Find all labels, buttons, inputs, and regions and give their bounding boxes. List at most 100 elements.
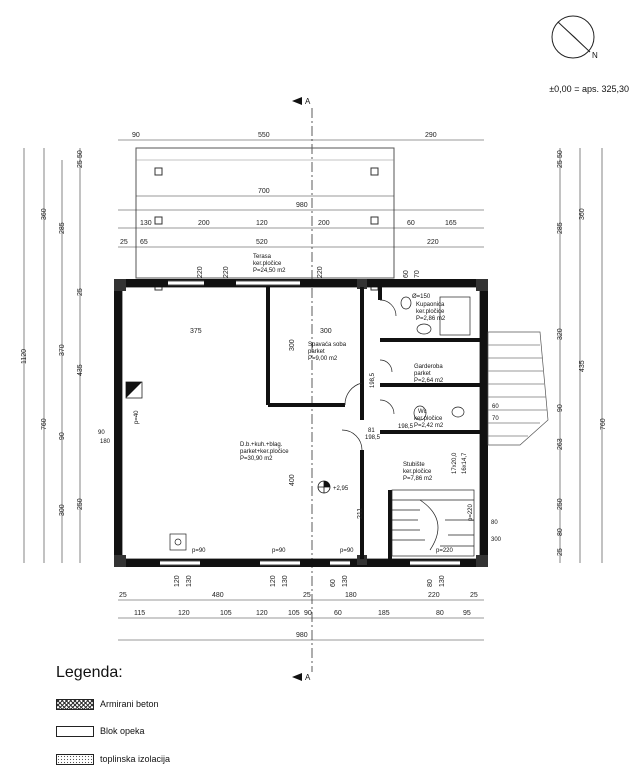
- svg-text:25: 25: [557, 160, 564, 168]
- svg-text:1120: 1120: [21, 349, 28, 364]
- svg-text:130: 130: [140, 220, 152, 227]
- svg-text:435: 435: [579, 360, 586, 372]
- svg-text:200: 200: [198, 220, 210, 227]
- dimension-lines-top: [118, 139, 484, 248]
- svg-text:Terasa: Terasa: [253, 254, 272, 260]
- svg-text:90: 90: [304, 610, 312, 617]
- svg-text:80: 80: [436, 610, 444, 617]
- section-mark-top: A: [292, 97, 311, 106]
- svg-text:80: 80: [491, 520, 498, 526]
- svg-text:120: 120: [256, 220, 268, 227]
- svg-text:Garderoba: Garderoba: [414, 364, 443, 370]
- level-marker: +2,95: [317, 480, 349, 494]
- svg-text:120: 120: [270, 575, 277, 587]
- svg-text:25: 25: [77, 288, 84, 296]
- svg-text:550: 550: [258, 132, 270, 139]
- svg-text:370: 370: [59, 344, 66, 356]
- legend-label: toplinska izolacija: [100, 754, 171, 764]
- svg-text:90: 90: [557, 404, 564, 412]
- svg-text:p=90: p=90: [340, 548, 354, 554]
- svg-text:700: 700: [258, 188, 270, 195]
- svg-text:Stubište: Stubište: [403, 462, 425, 468]
- svg-text:ker.pločice: ker.pločice: [414, 416, 443, 422]
- legend-item-izolacija: toplinska izolacija: [56, 752, 170, 766]
- svg-text:360: 360: [41, 208, 48, 220]
- svg-text:300: 300: [289, 339, 296, 351]
- svg-text:130: 130: [342, 575, 349, 587]
- svg-text:980: 980: [296, 202, 308, 209]
- chimney: [125, 381, 143, 399]
- svg-text:90: 90: [59, 432, 66, 440]
- section-mark-bottom: A: [292, 673, 311, 682]
- svg-text:60: 60: [492, 404, 499, 410]
- svg-text:220: 220: [428, 592, 440, 599]
- svg-text:p=40: p=40: [134, 410, 140, 424]
- svg-text:300: 300: [491, 537, 502, 543]
- svg-text:60: 60: [407, 220, 415, 227]
- legend-title: Legenda:: [56, 664, 123, 681]
- svg-text:300: 300: [320, 328, 332, 335]
- svg-text:198,5: 198,5: [398, 424, 414, 430]
- svg-text:105: 105: [220, 610, 232, 617]
- svg-text:180: 180: [345, 592, 357, 599]
- brick-pattern-icon: [56, 725, 94, 737]
- insulation-pattern-icon: [56, 753, 94, 765]
- svg-text:198,5: 198,5: [370, 372, 376, 388]
- dimension-lines-right: [559, 148, 603, 563]
- svg-text:435: 435: [77, 364, 84, 376]
- svg-text:220: 220: [317, 266, 324, 278]
- svg-text:211: 211: [357, 508, 364, 519]
- svg-text:25: 25: [557, 548, 564, 556]
- svg-text:185: 185: [378, 610, 390, 617]
- svg-text:130: 130: [186, 575, 193, 587]
- kitchen-sink: [169, 533, 187, 551]
- svg-text:120: 120: [178, 610, 190, 617]
- dimension-lines-left: [23, 148, 81, 563]
- north-arrow-icon: N: [551, 15, 598, 60]
- svg-text:A: A: [305, 673, 311, 682]
- svg-text:70: 70: [414, 270, 421, 278]
- svg-text:180: 180: [100, 439, 111, 445]
- svg-text:80: 80: [557, 528, 564, 536]
- svg-text:P=24,50 m2: P=24,50 m2: [253, 268, 286, 274]
- svg-text:+2,95: +2,95: [333, 486, 349, 492]
- svg-text:320: 320: [557, 328, 564, 340]
- svg-text:220: 220: [197, 266, 204, 278]
- svg-text:parket: parket: [414, 371, 431, 377]
- svg-text:400: 400: [289, 474, 296, 486]
- svg-text:520: 520: [256, 239, 268, 246]
- svg-text:25: 25: [470, 592, 478, 599]
- svg-text:p=90: p=90: [272, 548, 286, 554]
- legend-item-beton: Armirani beton: [56, 697, 159, 711]
- svg-text:P=30,90 m2: P=30,90 m2: [240, 456, 273, 462]
- svg-text:60: 60: [403, 270, 410, 278]
- svg-text:90: 90: [98, 430, 105, 436]
- svg-text:980: 980: [296, 632, 308, 639]
- legend-item-opeka: Blok opeka: [56, 724, 145, 738]
- terrace-pergola: [135, 147, 395, 279]
- elevation-reference: ±0,00 = aps. 325,30: [549, 84, 629, 94]
- svg-text:p=220: p=220: [468, 503, 474, 521]
- svg-text:16x14,7: 16x14,7: [462, 452, 468, 474]
- svg-text:165: 165: [445, 220, 457, 227]
- svg-text:198,5: 198,5: [365, 435, 381, 441]
- svg-text:Kupaonica: Kupaonica: [416, 302, 445, 308]
- svg-text:Wc: Wc: [418, 409, 427, 415]
- svg-text:25: 25: [77, 160, 84, 168]
- svg-text:P=2,86 m2: P=2,86 m2: [416, 316, 446, 322]
- svg-text:N: N: [592, 51, 598, 60]
- svg-text:285: 285: [557, 222, 564, 234]
- svg-text:90: 90: [132, 132, 140, 139]
- svg-text:25: 25: [120, 239, 128, 246]
- svg-text:P=2,42 m2: P=2,42 m2: [414, 423, 444, 429]
- svg-text:360: 360: [579, 208, 586, 220]
- svg-text:65: 65: [140, 239, 148, 246]
- svg-text:290: 290: [425, 132, 437, 139]
- svg-text:Spavaća soba: Spavaća soba: [308, 342, 347, 348]
- legend-label: Armirani beton: [100, 699, 159, 709]
- svg-text:95: 95: [463, 610, 471, 617]
- svg-text:375: 375: [190, 328, 202, 335]
- svg-text:120: 120: [256, 610, 268, 617]
- svg-text:70: 70: [492, 416, 499, 422]
